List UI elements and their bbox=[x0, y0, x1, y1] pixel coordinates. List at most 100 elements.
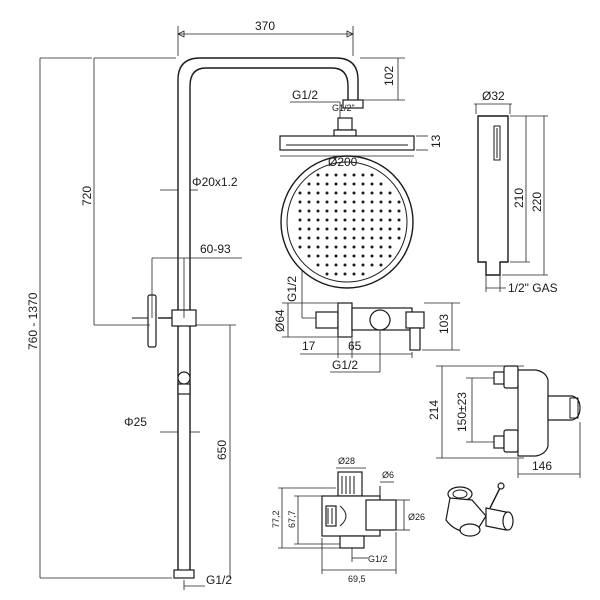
nozzle-dot bbox=[316, 173, 320, 177]
head-face-inner bbox=[286, 161, 408, 283]
dim-diverter-26: Ø26 bbox=[408, 512, 425, 522]
nozzle-dot bbox=[379, 218, 383, 222]
nozzle-dot bbox=[307, 218, 311, 222]
nozzle-dot bbox=[325, 218, 329, 222]
nozzle-dot bbox=[307, 236, 311, 240]
nozzle-dot bbox=[352, 218, 356, 222]
valve-inlet-bottom-stem bbox=[493, 435, 505, 449]
nozzle-dot bbox=[307, 227, 311, 231]
nozzle-dot bbox=[361, 182, 365, 186]
column-base bbox=[173, 569, 195, 579]
nozzle-dot bbox=[397, 200, 401, 204]
nozzle-dot bbox=[361, 254, 365, 258]
nozzle-dot bbox=[352, 272, 356, 276]
nozzle-dot bbox=[316, 200, 320, 204]
dim-lower-height: 650 bbox=[215, 440, 229, 460]
dim-arm-drop: 102 bbox=[382, 66, 396, 86]
nozzle-dot bbox=[334, 191, 338, 195]
nozzle-dot bbox=[325, 236, 329, 240]
head-connector-nut bbox=[333, 129, 357, 137]
valve-inlet-bottom bbox=[503, 429, 519, 453]
valve-inlet-top bbox=[503, 365, 519, 389]
dim-handshower-220: 220 bbox=[530, 192, 544, 212]
dim-diverter-28: Ø28 bbox=[338, 456, 355, 466]
handshower-nozzle-strip bbox=[493, 125, 501, 161]
diverter-3d bbox=[445, 482, 514, 537]
dim-mixer-64: Ø64 bbox=[273, 309, 287, 332]
dim-diverter-772: 77,2 bbox=[271, 510, 281, 528]
nozzle-dot bbox=[343, 254, 347, 258]
nozzle-dot bbox=[325, 191, 329, 195]
dim-base-thread: G1/2 bbox=[206, 573, 232, 587]
nozzle-dot bbox=[379, 227, 383, 231]
nozzle-dot bbox=[307, 254, 311, 258]
mixer-side: G1/2 Ø64 103 17 65 G1/2 bbox=[273, 270, 460, 373]
nozzle-dot bbox=[334, 254, 338, 258]
nozzle-dot bbox=[343, 191, 347, 195]
dim-lower-pipe: Φ25 bbox=[124, 415, 147, 429]
nozzle-dot bbox=[370, 182, 374, 186]
dim-mixer-65: 65 bbox=[348, 339, 362, 353]
nozzle-dot bbox=[361, 272, 365, 276]
nozzle-dot bbox=[388, 200, 392, 204]
nozzle-dot bbox=[307, 200, 311, 204]
dim-upper-height: 720 bbox=[80, 186, 94, 206]
nozzle-dot bbox=[361, 245, 365, 249]
nozzle-dot bbox=[334, 227, 338, 231]
dim-arm-width: 370 bbox=[255, 19, 275, 33]
nozzle-dot bbox=[352, 254, 356, 258]
slider-body bbox=[177, 383, 191, 395]
nozzle-dot bbox=[334, 245, 338, 249]
nozzle-dot bbox=[316, 263, 320, 267]
nozzle-dot bbox=[388, 227, 392, 231]
diverter-side-outlet bbox=[365, 499, 397, 531]
nozzle-dot bbox=[352, 245, 356, 249]
dim-head-inlet: G1/2 bbox=[292, 88, 318, 102]
nozzle-dot bbox=[343, 173, 347, 177]
diverter-thread-left bbox=[325, 505, 337, 527]
nozzle-dot bbox=[361, 173, 365, 177]
nozzle-dot bbox=[352, 173, 356, 177]
nozzle-dot bbox=[379, 263, 383, 267]
head-connector bbox=[337, 117, 353, 131]
dim-handshower-gas: 1/2" GAS bbox=[508, 281, 558, 295]
nozzle-dot bbox=[334, 209, 338, 213]
shower-head-face bbox=[280, 155, 414, 289]
nozzle-dot bbox=[334, 200, 338, 204]
column-pipe-inner bbox=[189, 67, 349, 578]
arm-end-fitting bbox=[342, 99, 364, 109]
dim-head-inlet-small: G1/2" bbox=[332, 103, 355, 113]
nozzle-dot bbox=[325, 209, 329, 213]
diverter3d-pin bbox=[489, 487, 501, 509]
nozzle-dot bbox=[307, 182, 311, 186]
dim-valve-214: 214 bbox=[427, 400, 441, 420]
nozzle-dot bbox=[343, 209, 347, 213]
dim-mixer-inlet-side: G1/2 bbox=[285, 276, 299, 302]
nozzle-dot bbox=[388, 218, 392, 222]
mixer-knob bbox=[369, 309, 391, 331]
nozzle-dot bbox=[388, 254, 392, 258]
dim-diverter-6: Ø6 bbox=[382, 470, 394, 480]
shower-head-side: G1/2 G1/2" Ø200 13 bbox=[279, 88, 443, 169]
dim-bracket-range: 60-93 bbox=[200, 242, 231, 256]
valve-body bbox=[517, 369, 549, 457]
nozzle-dot bbox=[379, 245, 383, 249]
nozzle-dot bbox=[343, 263, 347, 267]
nozzle-dot bbox=[370, 254, 374, 258]
mixer-outlet bbox=[409, 327, 421, 351]
shower-column bbox=[132, 57, 364, 579]
dim-valve-146: 146 bbox=[532, 459, 552, 473]
nozzle-dot bbox=[325, 173, 329, 177]
dim-diverter-677: 67,7 bbox=[287, 510, 297, 528]
nozzle-dot bbox=[361, 191, 365, 195]
nozzle-dot bbox=[298, 227, 302, 231]
diverter-bottom-stub bbox=[339, 535, 365, 549]
column-pipe-outer bbox=[177, 57, 359, 578]
nozzle-dot bbox=[316, 209, 320, 213]
nozzle-dot bbox=[388, 236, 392, 240]
nozzle-dot bbox=[370, 209, 374, 213]
dim-total-height: 760 - 1370 bbox=[26, 292, 40, 350]
nozzle-dot bbox=[397, 209, 401, 213]
nozzle-dot bbox=[316, 245, 320, 249]
